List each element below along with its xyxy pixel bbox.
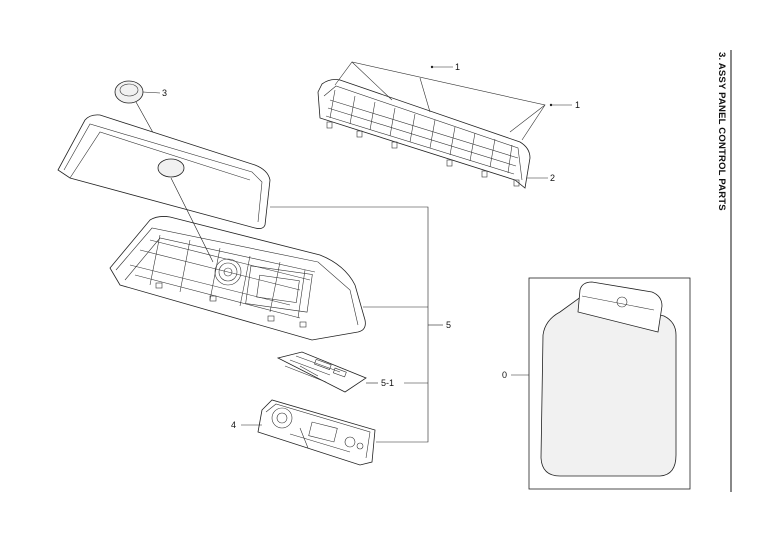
callout-2: 2 bbox=[550, 173, 555, 183]
part-5-panel-assembly bbox=[109, 216, 366, 341]
leader-3 bbox=[142, 91, 161, 94]
leader-cover-axis bbox=[170, 177, 214, 263]
leader-1a-dot bbox=[430, 65, 434, 69]
part-2-grille bbox=[317, 79, 531, 189]
control-panel-top-cover bbox=[57, 114, 271, 229]
part-1-film-sheets bbox=[334, 61, 546, 141]
part-0-frame bbox=[528, 277, 691, 490]
part-5-1-pcb bbox=[276, 351, 367, 393]
part-4-button-panel bbox=[257, 399, 376, 466]
callout-1b: 1 bbox=[575, 100, 580, 110]
callout-3: 3 bbox=[162, 88, 167, 98]
callout-1a: 1 bbox=[455, 62, 460, 72]
callout-4: 4 bbox=[231, 420, 236, 430]
callout-0: 0 bbox=[502, 370, 507, 380]
callout-5: 5 bbox=[446, 320, 451, 330]
page-title: 3. ASSY PANEL CONTROL PARTS bbox=[716, 52, 727, 211]
part-3-knob-cap bbox=[114, 80, 144, 104]
callout-5-1: 5-1 bbox=[381, 378, 394, 388]
leader-1b-dot bbox=[549, 103, 553, 107]
bracket-5 bbox=[270, 206, 443, 443]
part-0-washer-cabinet bbox=[540, 281, 677, 477]
